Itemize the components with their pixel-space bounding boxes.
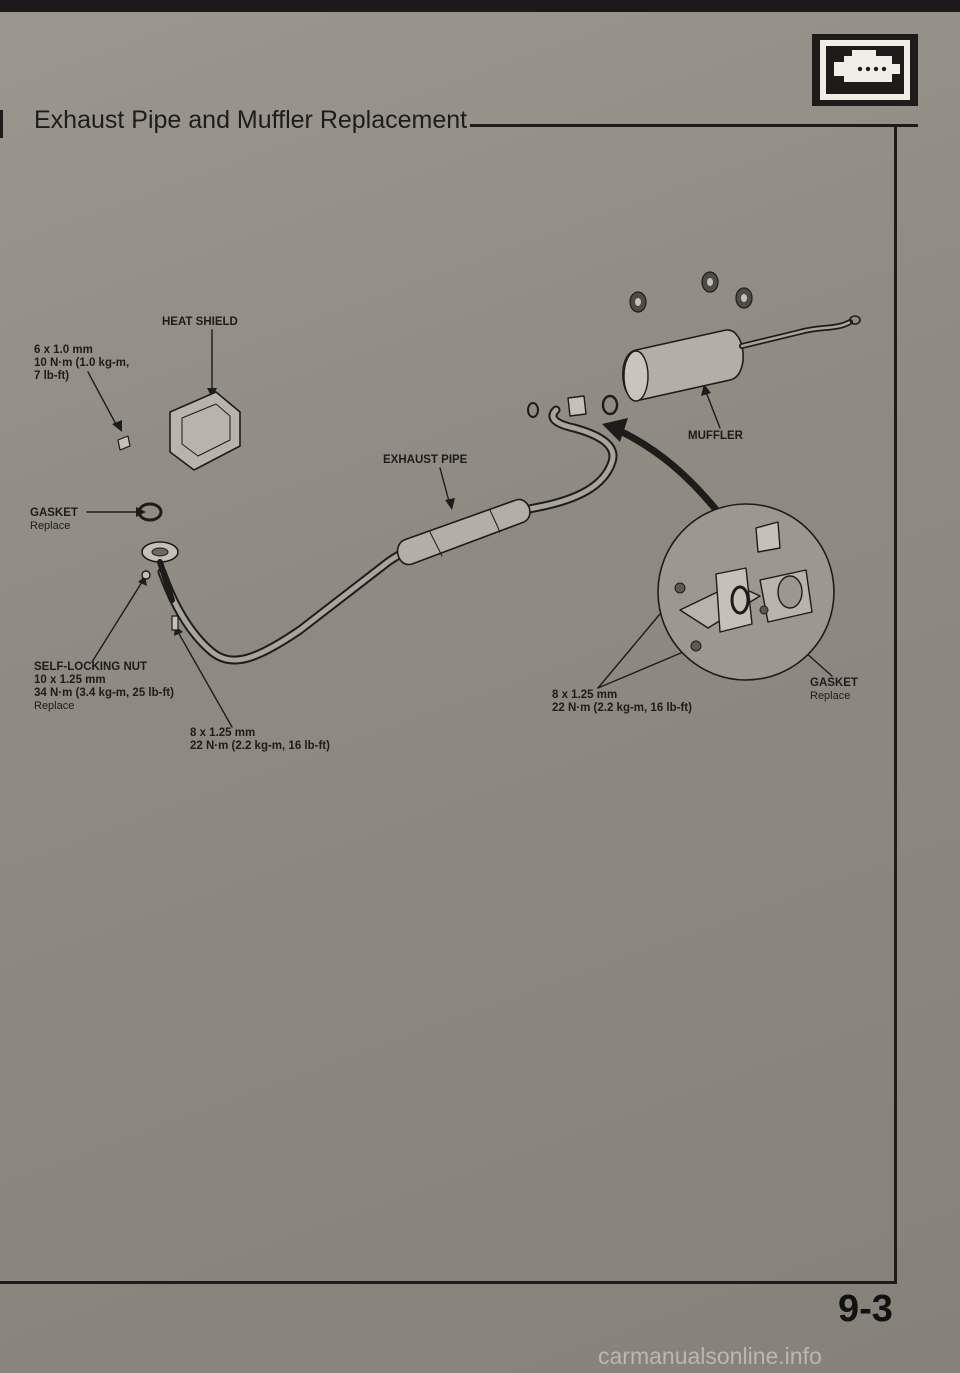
gasket-right-name: GASKET [810,677,858,689]
inset-arrow [614,426,722,516]
self-locking-nut-part [141,570,151,580]
gasket-right-label: GASKET Replace [810,677,858,703]
frame-border-bottom [0,1281,897,1284]
heat-shield-part [169,391,241,471]
bolt-8mm-right-size: 8 x 1.25 mm [552,689,618,701]
bolt-8mm-part [171,615,179,631]
bolt-8mm-right-leader-a [597,607,666,689]
bolt-6mm-torque-2: 7 lb-ft) [34,370,70,382]
bolt-8mm-left-size: 8 x 1.25 mm [190,727,256,739]
muffler-part [622,329,744,401]
resonator [396,498,531,566]
bolt-6mm-label: 6 x 1.0 mm 10 N·m (1.0 kg-m, 7 lb-ft) [34,344,129,383]
bolt-6mm-size: 6 x 1.0 mm [34,344,93,356]
watermark: carmanualsonline.info [598,1343,822,1369]
muffler-gasket [601,394,619,416]
page-top-shadow [0,0,960,12]
self-locking-nut-note: Replace [34,700,75,712]
exhaust-pipe-label: EXHAUST PIPE [383,454,468,466]
gasket-left-part [137,502,163,522]
bolt-6mm-torque-1: 10 N·m (1.0 kg-m, [34,357,130,369]
gasket-right-note: Replace [810,690,851,702]
exhaust-pipe-leader [439,467,451,506]
bolt-8mm-left-torque: 22 N·m (2.2 kg-m, 16 lb-ft) [190,740,330,752]
page-number: 9-3 [838,1288,893,1330]
self-locking-nut-name: SELF-LOCKING NUT [34,661,148,673]
muffler-label: MUFFLER [688,430,743,442]
self-locking-nut-label: SELF-LOCKING NUT 10 x 1.25 mm 34 N·m (3.… [34,661,174,713]
gasket-left-name: GASKET [30,507,78,519]
self-locking-nut-size: 10 x 1.25 mm [34,674,106,686]
bolt-8mm-right-torque: 22 N·m (2.2 kg-m, 16 lb-ft) [552,702,692,714]
heat-shield-label: HEAT SHIELD [162,316,238,328]
bolt-8mm-right-label: 8 x 1.25 mm 22 N·m (2.2 kg-m, 16 lb-ft) [552,689,692,715]
bolt-6mm-leader [87,371,119,429]
gasket-left-note: Replace [30,520,71,532]
engine-icon [812,34,918,106]
bolt-8mm-left-label: 8 x 1.25 mm 22 N·m (2.2 kg-m, 16 lb-ft) [190,727,330,753]
muffler-leader [705,391,721,429]
title-rule [470,124,918,127]
bolt-6mm-part [117,435,131,451]
page-title: Exhaust Pipe and Muffler Replacement [34,106,468,134]
muffler-nut [527,402,539,418]
bolt-8mm-right-leader-b [597,649,689,689]
self-locking-nut-torque: 34 N·m (3.4 kg-m, 25 lb-ft) [34,687,174,699]
muffler-inlet-flange [567,395,587,417]
frame-border-left-tick [0,110,3,138]
self-locking-nut-leader [91,581,143,663]
frame-border-right [894,124,897,1284]
bolt-8mm-left-leader [177,631,233,728]
gasket-left-label: GASKET Replace [30,507,78,533]
